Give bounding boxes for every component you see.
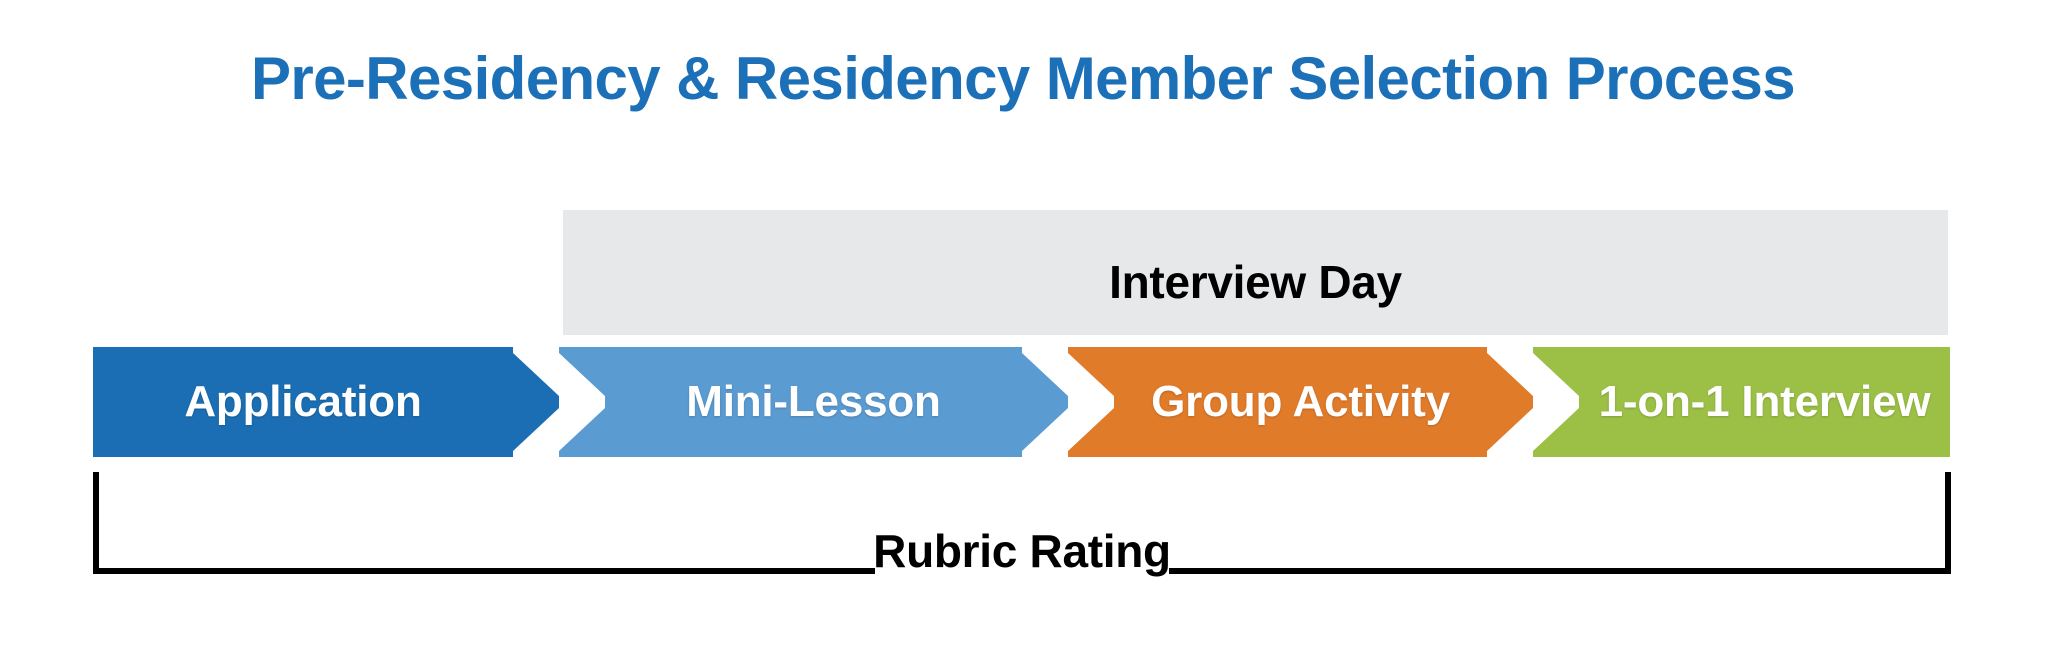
bracket-line-left bbox=[93, 568, 875, 574]
chevron-shape-application bbox=[93, 347, 559, 457]
rubric-bracket: Rubric Rating bbox=[93, 472, 1951, 574]
phase-band-interview-day: Interview Day bbox=[563, 210, 1948, 335]
process-step-row: Application Mini-Lesson Group Activity 1… bbox=[93, 347, 1950, 457]
chevron-shape-group-activity bbox=[1068, 347, 1533, 457]
chevron-shape-mini-lesson bbox=[559, 347, 1068, 457]
chevron-shape-interview bbox=[1533, 347, 1950, 457]
chevron-shapes bbox=[93, 347, 1950, 457]
bracket-right-arm bbox=[1945, 472, 1951, 570]
bracket-left-arm bbox=[93, 472, 99, 570]
bracket-label: Rubric Rating bbox=[873, 525, 1171, 577]
bracket-line-right bbox=[1169, 568, 1951, 574]
phase-band-label: Interview Day bbox=[1109, 255, 1402, 308]
page-title: Pre-Residency & Residency Member Selecti… bbox=[250, 45, 1796, 112]
